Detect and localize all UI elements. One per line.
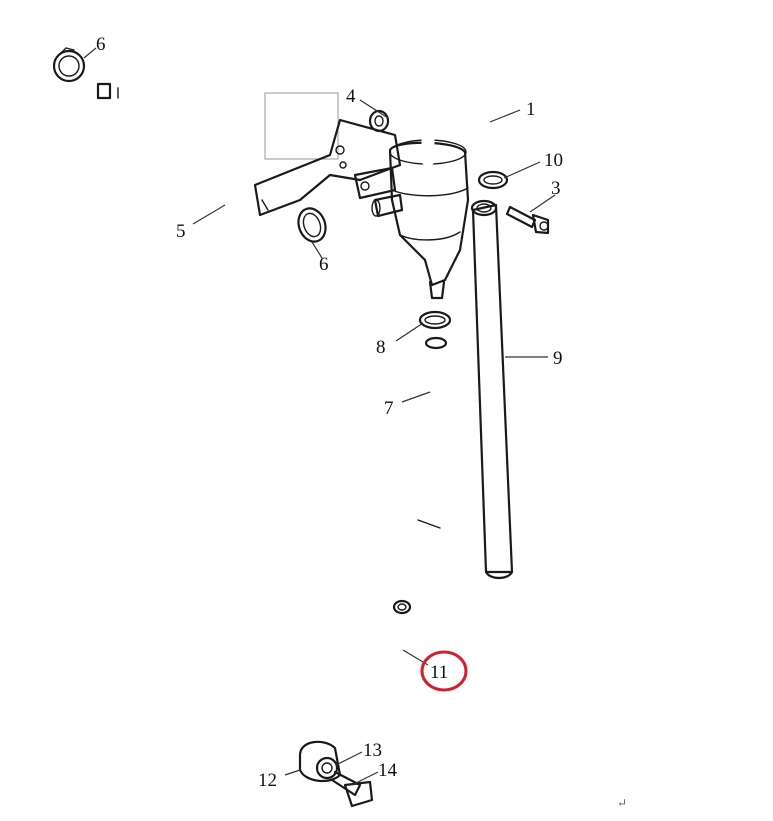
callout-3: 3: [551, 178, 561, 199]
part-4-nut: [368, 109, 390, 133]
callout-6-lower: 6: [319, 254, 329, 275]
callout-4: 4: [346, 86, 356, 107]
highlight-circle: [420, 650, 468, 692]
callout-10: 10: [544, 150, 563, 171]
part-8-clamp: [418, 310, 452, 330]
part-6-clamp-lower: [297, 207, 327, 243]
part-10-clamp: [477, 170, 509, 190]
part-3-bolt: [505, 205, 550, 235]
part-7-hose: [406, 336, 449, 584]
callout-6-top: 6: [96, 34, 106, 55]
callout-1: 1: [526, 99, 536, 120]
blank-box: [264, 92, 339, 160]
part-9-tube: [470, 199, 514, 580]
callout-5: 5: [176, 221, 186, 242]
part-6-clamp-top: [52, 47, 86, 83]
part-11-pipe: [324, 599, 412, 751]
part-12-13-14-fitting: [298, 740, 374, 808]
callout-14: 14: [378, 760, 398, 781]
callout-8: 8: [376, 337, 386, 358]
callout-11: 11: [430, 662, 448, 683]
bracket: [253, 118, 402, 217]
part-5-hose: [91, 79, 294, 255]
callout-9: 9: [553, 348, 563, 369]
callout-7: 7: [384, 398, 394, 419]
part-1-separator: [353, 108, 493, 300]
callout-labels: 6 1 4 5 6 10 3 8 7 9 11 12 13 14: [96, 34, 563, 791]
callout-13: 13: [363, 740, 382, 761]
callout-12: 12: [258, 770, 277, 791]
return-mark: ↵: [617, 796, 627, 810]
